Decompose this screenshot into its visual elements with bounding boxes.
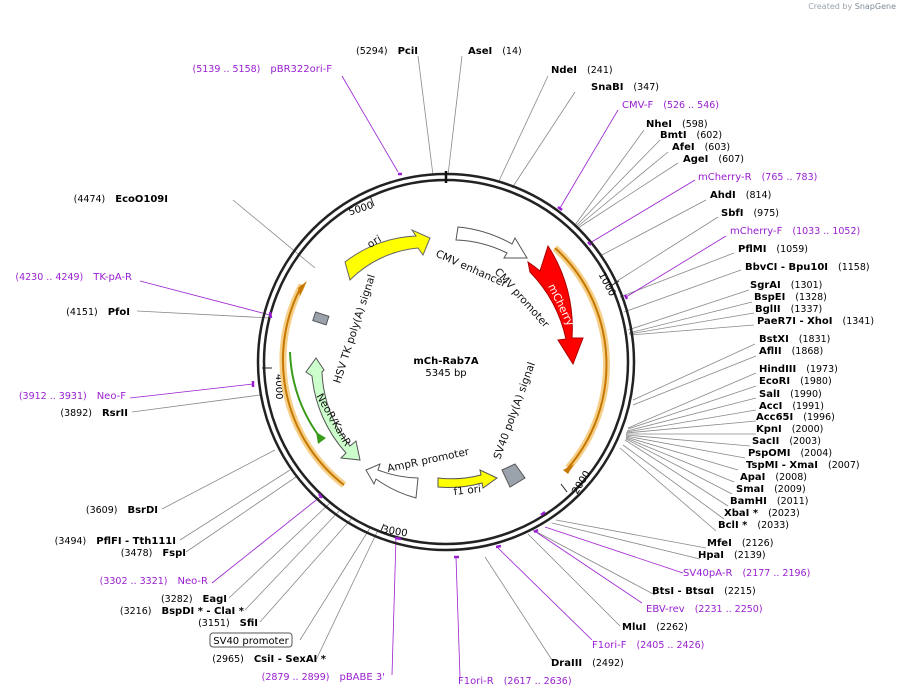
neo-orf-arrowhead (298, 281, 307, 296)
neo-green-arrowhead (316, 432, 326, 444)
enzyme-site-label[interactable]: AhdI(814) (710, 190, 771, 201)
enzyme-site-label[interactable]: (3609)BsrDI (86, 505, 158, 516)
primer-marks (251, 172, 629, 559)
enzyme-site-label[interactable]: Acc65I(1996) (756, 412, 835, 423)
sv40-promoter-label: SV40 promoter (213, 636, 289, 647)
tick-label-4000: 4000 (273, 374, 284, 399)
ori-feature[interactable] (344, 228, 431, 281)
enzyme-site-label[interactable]: AflII(1868) (759, 346, 823, 357)
hsv-tk-polya-feature[interactable] (312, 311, 330, 326)
enzyme-site-label[interactable]: BamHI(2011) (730, 496, 808, 507)
cmv-enhancer-feature[interactable] (455, 226, 528, 259)
enzyme-site-label[interactable]: BspEI(1328) (754, 292, 827, 303)
neo-orf-arc (281, 284, 345, 486)
primer-label[interactable]: F1ori-F(2405 .. 2426) (592, 640, 704, 651)
enzyme-site-label[interactable]: BtsI - BtsαI(2215) (652, 586, 756, 597)
enzyme-site-label[interactable]: SbfI(975) (721, 208, 779, 219)
plasmid-size: 5345 bp (425, 368, 466, 379)
mcherry-orf-arrowhead (563, 464, 574, 474)
enzyme-site-label[interactable]: NheI(598) (646, 119, 708, 130)
primer-label[interactable]: EBV-rev(2231 .. 2250) (646, 604, 763, 615)
enzyme-labels: (5294)PciI AseI(14) NdeI(241) SnaBI(347)… (55, 46, 874, 669)
tick-label-5000: 5000 (347, 200, 375, 218)
enzyme-site-label[interactable]: PflMI(1059) (738, 244, 808, 255)
enzyme-site-label[interactable]: SalI(1990) (759, 389, 822, 400)
enzyme-site-label[interactable]: AfeI(603) (672, 142, 730, 153)
sv40-polya-feature[interactable] (501, 463, 526, 488)
primer-leader-lines (129, 75, 727, 678)
enzyme-site-label[interactable]: BbvCI - Bpu10I(1158) (745, 262, 870, 273)
primer-label[interactable]: mCherry-R(765 .. 783) (698, 172, 817, 183)
primer-label[interactable]: (3302 .. 3321)Neo-R (100, 576, 208, 587)
enzyme-site-label[interactable]: SnaBI(347) (591, 82, 659, 93)
enzyme-site-label[interactable]: BmtI(602) (660, 130, 722, 141)
enzyme-site-label[interactable]: HpaI(2139) (698, 550, 766, 561)
f1-ori-feature[interactable] (437, 469, 498, 489)
enzyme-site-label[interactable]: BclI *(2033) (718, 520, 789, 531)
primer-label[interactable]: (2879 .. 2899)pBABE 3' (262, 672, 385, 683)
enzyme-site-label[interactable]: (4151)PfoI (66, 307, 130, 318)
f1-ori-label: f1 ori (453, 483, 481, 498)
enzyme-site-label[interactable]: MluI(2262) (622, 622, 688, 633)
sv40-polya-label: SV40 poly(A) signal (492, 361, 538, 461)
enzyme-site-label[interactable]: BstXI(1831) (759, 334, 830, 345)
sv40-promoter-box[interactable] (209, 632, 293, 648)
enzyme-site-label[interactable]: (3216)BspDI * - ClaI * (120, 606, 245, 617)
enzyme-site-label[interactable]: AseI(14) (468, 46, 522, 57)
enzyme-site-label[interactable]: EcoRI(1980) (759, 376, 832, 387)
label-leader-lines (131, 55, 757, 661)
enzyme-site-label[interactable]: SmaI(2009) (736, 484, 806, 495)
enzyme-site-label[interactable]: HindIII(1973) (759, 364, 838, 375)
enzyme-site-label[interactable]: MfeI(2126) (707, 538, 773, 549)
primer-label[interactable]: (5139 .. 5158)pBR322ori-F (193, 64, 333, 75)
enzyme-site-label[interactable]: (3892)RsrII (60, 408, 128, 419)
tick-label-3000: 3000 (381, 524, 408, 539)
enzyme-site-label[interactable]: (5294)PciI (356, 46, 418, 57)
primer-label[interactable]: F1ori-R(2617 .. 2636) (458, 676, 572, 687)
enzyme-site-label[interactable]: BglII(1337) (755, 304, 822, 315)
ampr-promoter-feature[interactable] (365, 463, 419, 499)
enzyme-site-label[interactable]: DraIII(2492) (551, 658, 624, 669)
plasmid-name: mCh-Rab7A (413, 356, 479, 367)
enzyme-site-label[interactable]: PspOMI(2004) (748, 448, 832, 459)
enzyme-site-label[interactable]: (2965)CsiI - SexAI * (212, 654, 327, 665)
enzyme-site-label[interactable]: (4474)EcoO109I (74, 194, 168, 205)
credit-prefix: Created by (808, 2, 853, 11)
enzyme-site-label[interactable]: XbaI *(2023) (724, 508, 800, 519)
ampr-promoter-label: AmpR promoter (386, 446, 471, 475)
hsv-tk-polya-label: HSV TK poly(A) signal (331, 273, 378, 385)
enzyme-site-label[interactable]: ApaI(2008) (740, 472, 807, 483)
enzyme-site-label[interactable]: (3494)PflFI - Tth111I (55, 536, 176, 547)
mcherry-orf-arc (554, 247, 608, 469)
primer-label[interactable]: (4230 .. 4249)TK-pA-R (15, 272, 132, 283)
enzyme-site-label[interactable]: KpnI(2000) (756, 424, 823, 435)
enzyme-site-label[interactable]: PaeR7I - XhoI(1341) (757, 316, 874, 327)
enzyme-site-label[interactable]: SgrAI(1301) (750, 280, 822, 291)
enzyme-site-label[interactable]: SacII(2003) (752, 436, 821, 447)
neo-kanr-feature[interactable] (305, 357, 361, 461)
primer-labels: (5139 .. 5158)pBR322ori-F CMV-F(526 .. 5… (15, 64, 860, 687)
primer-label[interactable]: CMV-F(526 .. 546) (622, 100, 719, 111)
primer-label[interactable]: SV40pA-R(2177 .. 2196) (683, 568, 810, 579)
mcherry-feature[interactable] (527, 244, 584, 366)
enzyme-site-label[interactable]: (3282)EagI (161, 594, 227, 605)
enzyme-site-label[interactable]: AgeI(607) (683, 154, 744, 165)
enzyme-site-label[interactable]: (3151)SfiI (198, 618, 258, 629)
scale-ticks (262, 195, 620, 534)
enzyme-site-label[interactable]: TspMI - XmaI(2007) (746, 460, 860, 471)
snapgene-brand: SnapGene (854, 2, 896, 11)
enzyme-site-label[interactable]: (3478)FspI (121, 548, 186, 559)
enzyme-site-label[interactable]: AccI(1991) (759, 401, 824, 412)
enzyme-site-label[interactable]: NdeI(241) (551, 65, 613, 76)
primer-label[interactable]: mCherry-F(1033 .. 1052) (730, 226, 860, 237)
snapgene-credit: Created by SnapGene (808, 2, 896, 11)
primer-label[interactable]: (3912 .. 3931)Neo-F (19, 391, 126, 402)
